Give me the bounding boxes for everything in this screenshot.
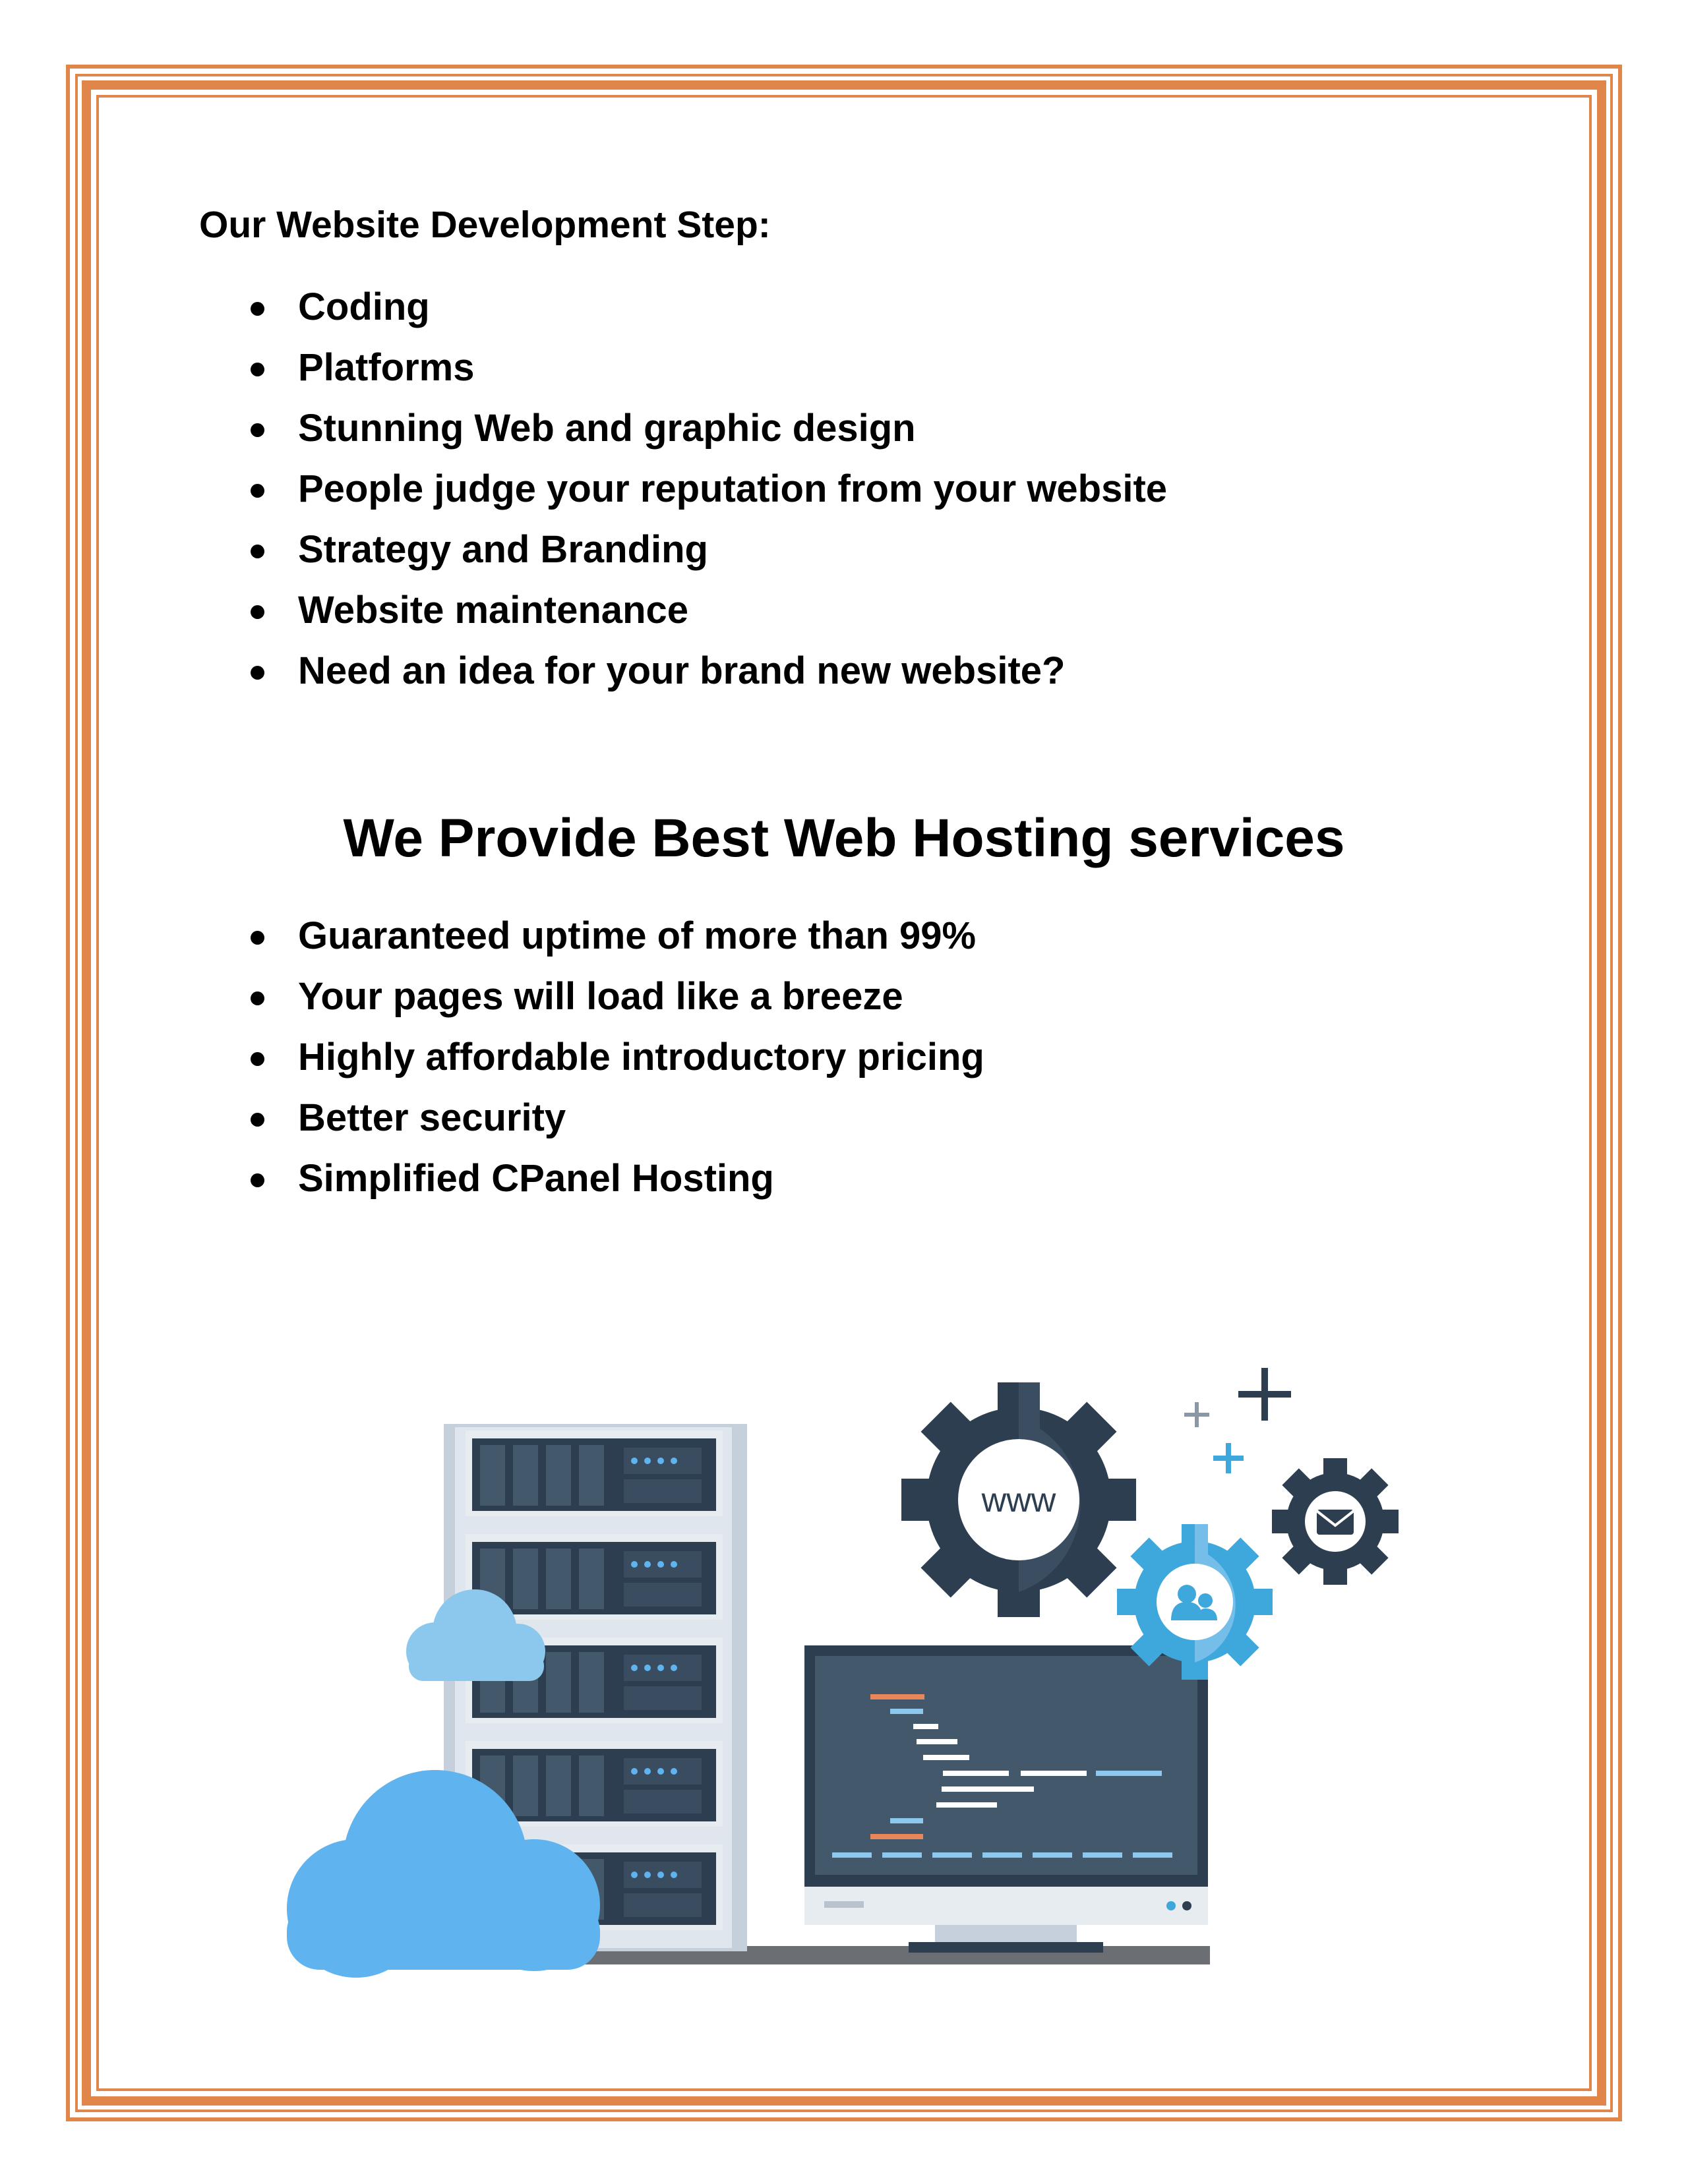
hosting-heading: We Provide Best Web Hosting services [343,808,1345,868]
list-item: Coding [0,277,1167,338]
page-border-inner-1 [75,74,1613,2112]
list-item: Need an idea for your brand new website? [0,641,1167,701]
gear-www-label: www [981,1481,1056,1520]
plus-icon [1213,1443,1244,1473]
hosting-list: Guaranteed uptime of more than 99% Your … [0,906,984,1209]
list-item: Strategy and Branding [0,519,1167,580]
gear-mail-icon [1272,1458,1399,1585]
list-item: People judge your reputation from your w… [0,459,1167,519]
cloud-icon [406,1589,545,1681]
list-item: Platforms [0,338,1167,398]
gear-users-icon [1117,1524,1273,1680]
page-border-outer [66,65,1622,2121]
development-list: Coding Platforms Stunning Web and graphi… [0,277,1167,701]
list-item: Stunning Web and graphic design [0,398,1167,459]
cloud-icon [287,1770,600,1978]
plus-icon [1238,1368,1291,1421]
monitor-code-icon [804,1645,1208,1953]
development-heading: Our Website Development Step: [199,204,771,246]
page-border-inner-2 [96,95,1592,2091]
list-item: Highly affordable introductory pricing [0,1027,984,1088]
list-item: Guaranteed uptime of more than 99% [0,906,984,966]
plus-icon [1184,1402,1209,1427]
gear-www-icon: www [901,1382,1136,1617]
page-border-thick [82,80,1606,2106]
list-item: Better security [0,1088,984,1148]
web-hosting-illustration: www [287,1368,1399,1978]
list-item: Your pages will load like a breeze [0,966,984,1027]
list-item: Website maintenance [0,580,1167,641]
list-item: Simplified CPanel Hosting [0,1148,984,1209]
